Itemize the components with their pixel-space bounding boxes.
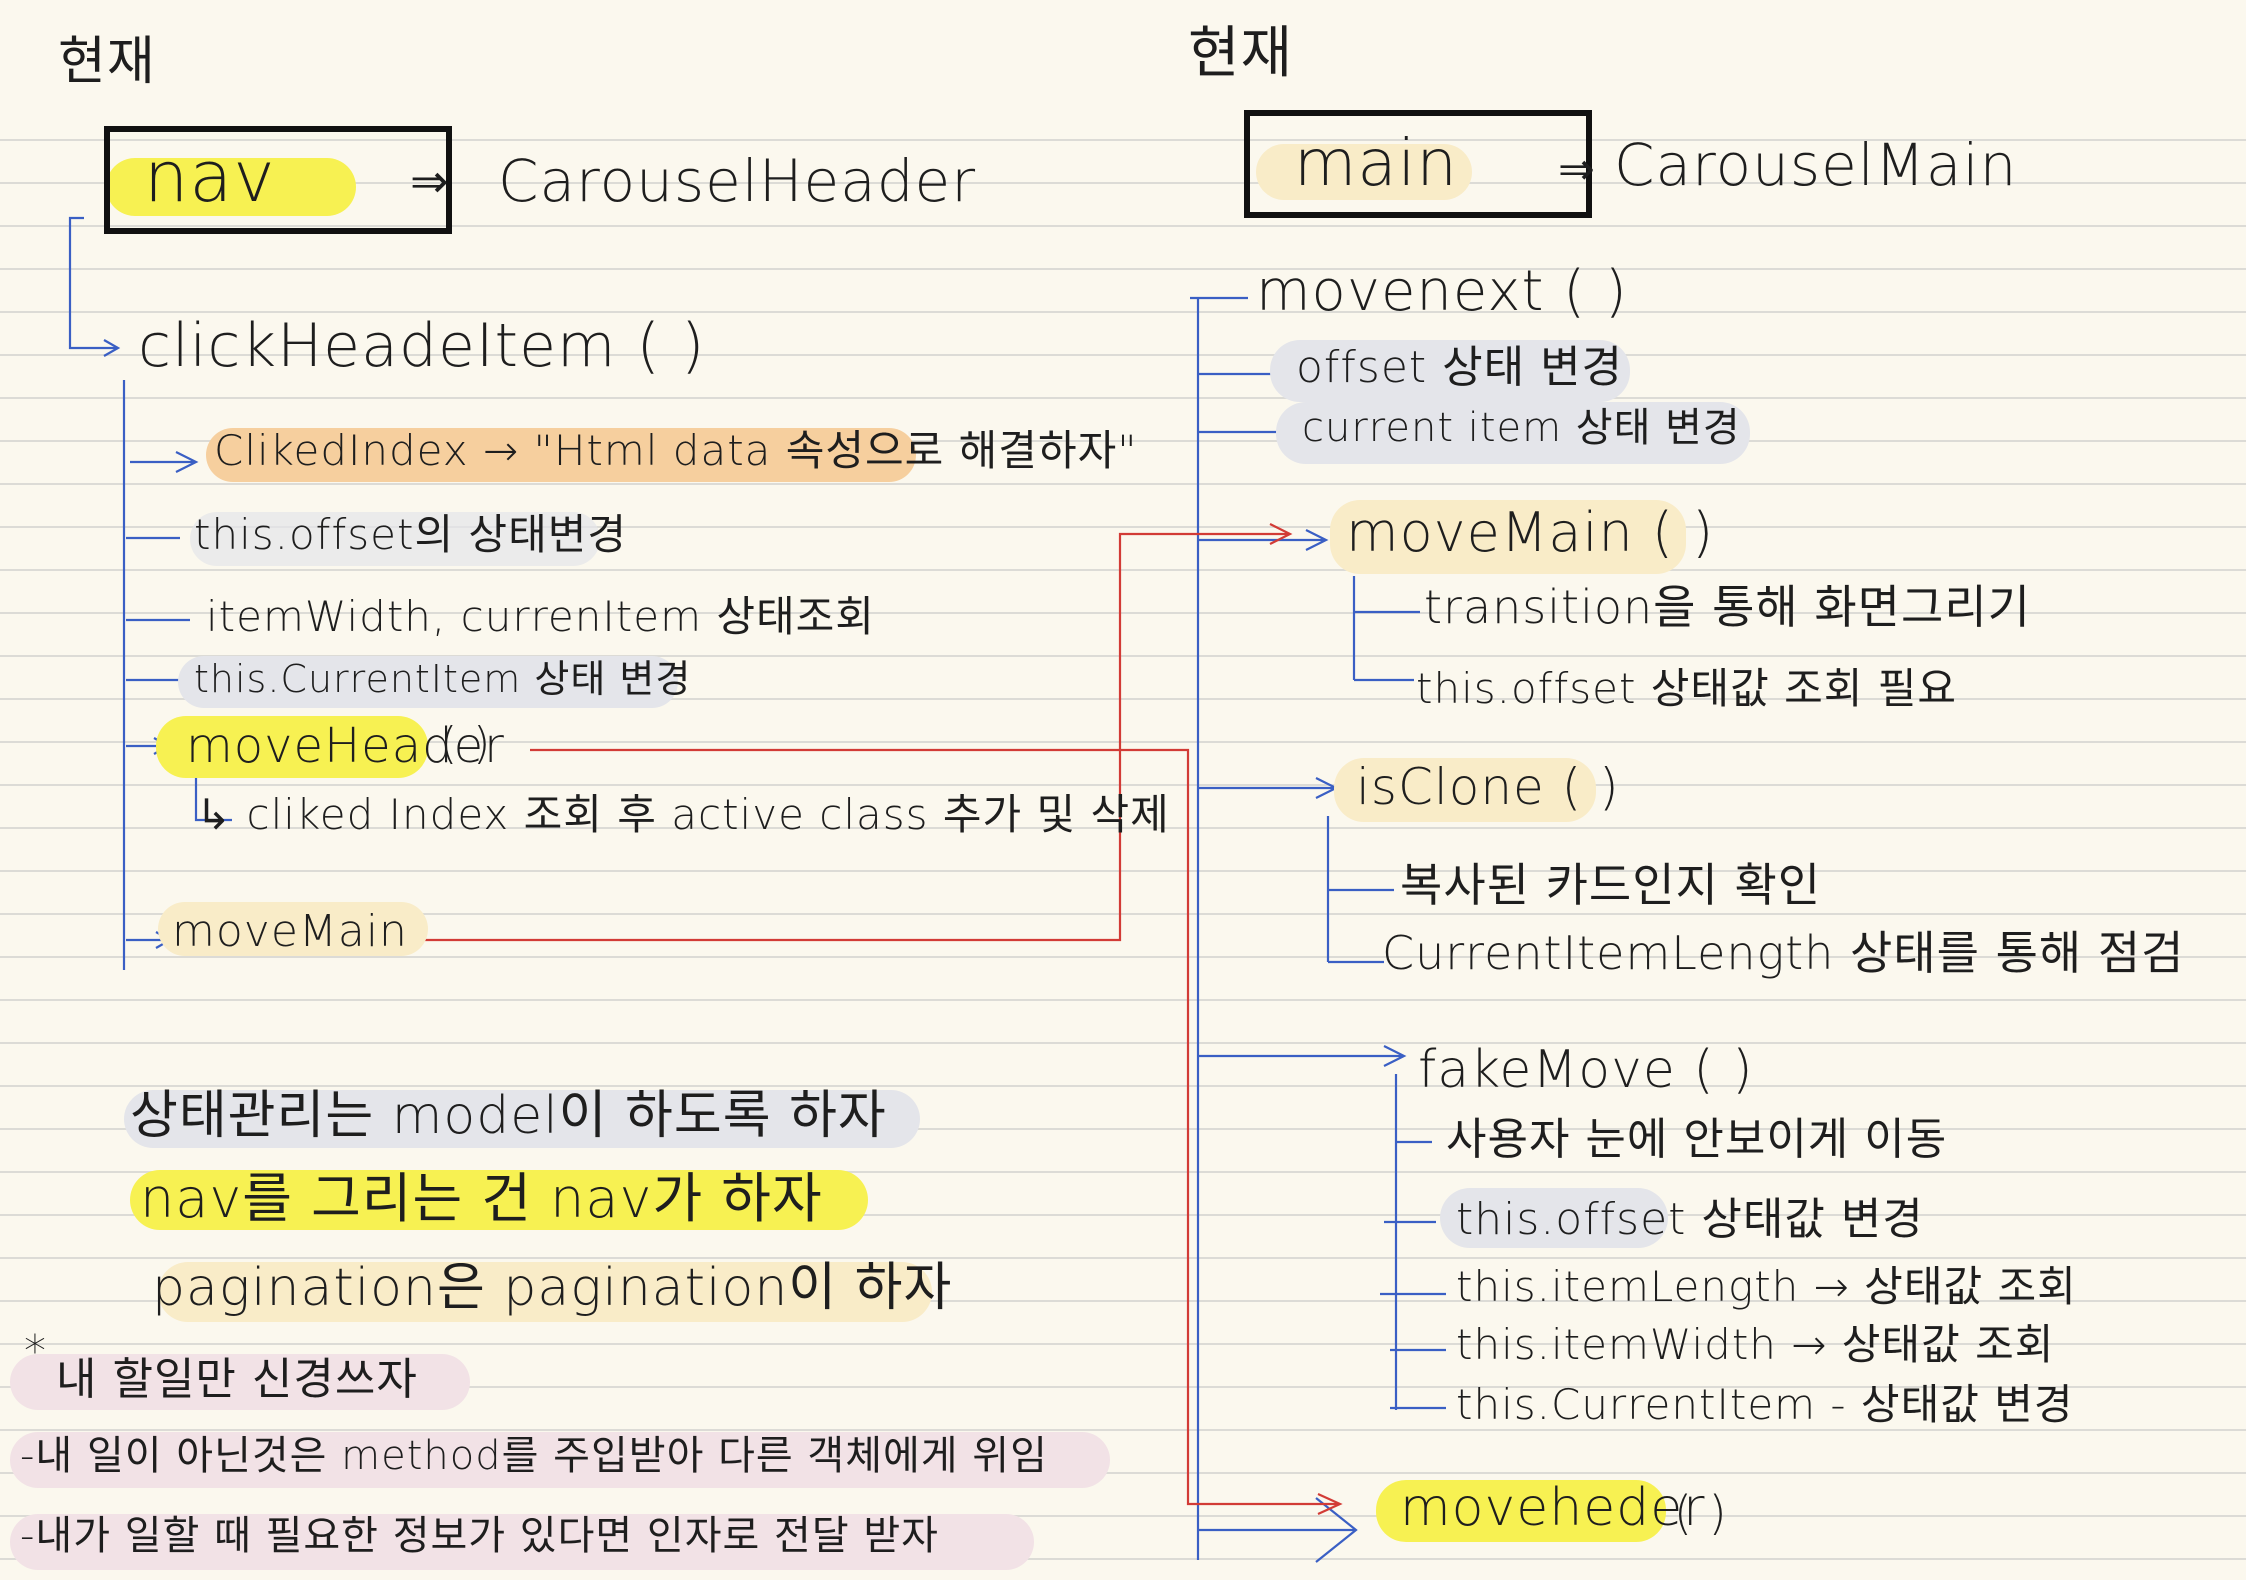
note-model-state: 상태관리는 model이 하도록 하자 bbox=[130, 1086, 887, 1146]
main-arrow: ⇒ bbox=[1558, 144, 1596, 195]
click-header-item-method: clickHeadeItem ( ) bbox=[138, 311, 706, 381]
move-main-left: moveMain bbox=[172, 906, 408, 957]
principle-arguments: -내가 일할 때 필요한 정보가 있다면 인자로 전달 받자 bbox=[20, 1513, 939, 1559]
fake-move-item-length-step: this.itemLength → 상태값 조회 bbox=[1456, 1262, 2077, 1311]
transition-draw-step: transition을 통해 화면그리기 bbox=[1424, 580, 2031, 634]
move-header-highlight bbox=[156, 716, 428, 778]
nav-arrow: ⇒ bbox=[410, 154, 450, 208]
main-box bbox=[1244, 110, 1592, 218]
red-link-movemain bbox=[412, 523, 1293, 942]
fake-move-offset-step: this.offset 상태값 변경 bbox=[1456, 1194, 1924, 1245]
step-itemwidth-lookup: itemWidth, currenItem 상태조회 bbox=[206, 592, 875, 641]
note-pagination: pagination은 pagination이 하자 bbox=[152, 1258, 953, 1318]
carousel-header-label: CarouselHeader bbox=[498, 147, 977, 215]
right-branch-fakemove bbox=[1198, 1045, 1407, 1067]
left-branch-cliked-index bbox=[130, 451, 199, 473]
nav-label: nav bbox=[144, 136, 276, 218]
principle-1-highlight bbox=[10, 1354, 470, 1410]
left-heading: 현재 bbox=[58, 32, 156, 92]
move-header-left-parens: ( ) bbox=[440, 718, 492, 769]
move-heder-highlight bbox=[1376, 1480, 1666, 1542]
step-cliked-index: ClikedIndex → "Html data 속성으로 해결하자" bbox=[214, 426, 1138, 475]
right-branch-isclone bbox=[1198, 777, 1339, 799]
item-length-check: CurrentItemLength 상태를 통해 점검 bbox=[1382, 926, 2185, 980]
move-header-left: moveHeader bbox=[186, 718, 505, 774]
note-1-highlight bbox=[124, 1090, 920, 1148]
fake-move-item-width-step: this.itemWidth → 상태값 조회 bbox=[1456, 1320, 2055, 1369]
is-clone-highlight bbox=[1334, 758, 1596, 822]
move-heder-right: moveheder bbox=[1400, 1478, 1706, 1538]
principle-mind-own: 내 할일만 신경쓰자 bbox=[56, 1354, 418, 1405]
main-label: main bbox=[1294, 127, 1458, 201]
copied-card-check: 복사된 카드인지 확인 bbox=[1400, 858, 1822, 912]
active-class-step: ↳ cliked Index 조회 후 active class 추가 및 삭제 bbox=[196, 790, 1170, 839]
step-current-item-change: this.CurrentItem 상태 변경 bbox=[194, 657, 692, 701]
offset-highlight bbox=[190, 512, 600, 566]
left-branch-active-class bbox=[194, 774, 232, 822]
fake-move-current-item-step: this.CurrentItem - 상태값 변경 bbox=[1456, 1380, 2074, 1429]
this-offset-highlight bbox=[1440, 1188, 1668, 1248]
star-mark: * bbox=[24, 1326, 47, 1377]
movenext-offset-change: offset 상태 변경 bbox=[1296, 342, 1624, 393]
movenext-method: movenext ( ) bbox=[1256, 259, 1628, 324]
current-item-change-highlight bbox=[1276, 402, 1750, 464]
nav-to-method-arrowhead bbox=[103, 339, 121, 357]
move-main-right-highlight bbox=[1330, 500, 1686, 574]
note-2-highlight bbox=[130, 1170, 868, 1230]
step-offset-change: this.offset의 상태변경 bbox=[194, 510, 627, 559]
note-3-highlight bbox=[158, 1262, 932, 1322]
red-link-moveheader bbox=[530, 748, 1343, 1516]
move-heder-right-parens: ( ) bbox=[1674, 1486, 1728, 1540]
fake-move-method: fakeMove ( ) bbox=[1418, 1040, 1754, 1100]
is-clone-method: isClone ( ) bbox=[1356, 758, 1620, 816]
carousel-main-label: CarouselMain bbox=[1614, 131, 2018, 199]
nav-to-method-bracket bbox=[68, 216, 118, 350]
note-nav-draws: nav를 그리는 건 nav가 하자 bbox=[140, 1167, 823, 1230]
fake-move-hidden-step: 사용자 눈에 안보이게 이동 bbox=[1446, 1114, 1948, 1165]
right-heading: 현재 bbox=[1188, 21, 1294, 86]
movenext-current-item-change: current item 상태 변경 bbox=[1302, 405, 1741, 451]
current-item-highlight bbox=[178, 656, 678, 708]
principle-2-highlight bbox=[10, 1432, 1110, 1488]
cliked-index-highlight bbox=[206, 428, 916, 482]
move-main-left-highlight bbox=[158, 902, 428, 956]
offset-change-highlight bbox=[1270, 340, 1630, 402]
nav-box bbox=[104, 126, 452, 234]
principle-3-highlight bbox=[10, 1514, 1034, 1570]
right-branch-movemain bbox=[1198, 529, 1329, 551]
offset-lookup-step: this.offset 상태값 조회 필요 bbox=[1416, 664, 1957, 713]
move-main-right-method: moveMain ( ) bbox=[1346, 501, 1715, 564]
nav-highlight bbox=[106, 158, 356, 216]
principle-delegate: -내 일이 아닌것은 method를 주입받아 다른 객체에게 위임 bbox=[20, 1433, 1048, 1479]
main-highlight bbox=[1256, 144, 1472, 200]
